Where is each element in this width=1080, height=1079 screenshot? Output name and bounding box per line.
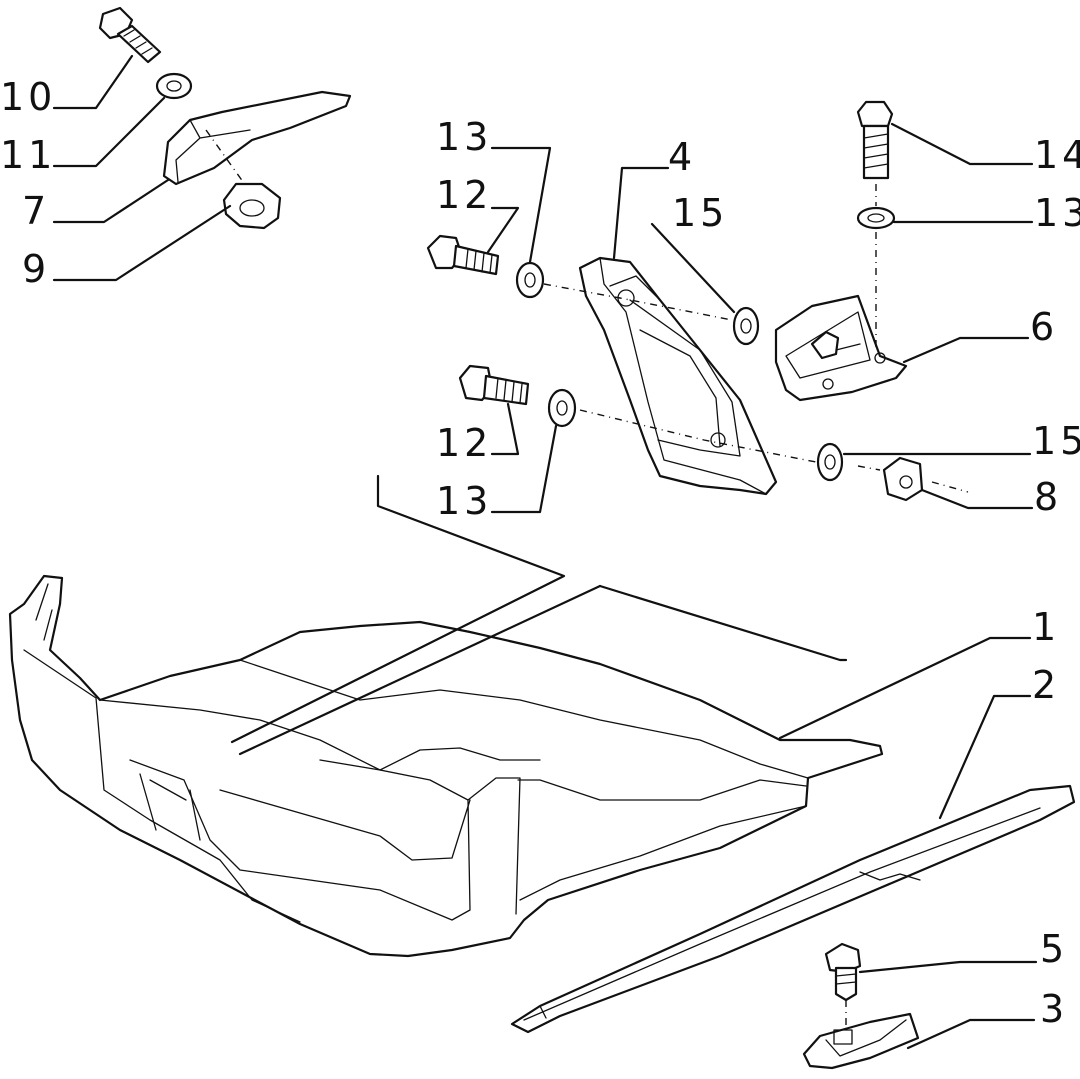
part-8-cage-nut	[882, 456, 924, 502]
part-12-bolt-upper	[426, 234, 500, 276]
callout-3: 3	[1040, 987, 1069, 1031]
assembly-axis-lines	[543, 184, 969, 1034]
callout-6: 6	[1030, 305, 1059, 349]
part-5-screw	[824, 942, 862, 1002]
callout-1: 1	[1032, 605, 1061, 649]
part-3-clip	[802, 1012, 920, 1070]
part-14-bolt	[856, 100, 894, 180]
callout-12-upper: 12	[436, 173, 493, 217]
part-2-side-sill	[510, 784, 1076, 1034]
callout-12-lower: 12	[436, 421, 493, 465]
part-4-seat-bracket	[578, 256, 778, 496]
part-13-washer-upper	[515, 261, 545, 299]
part-9-nut	[205, 129, 282, 230]
callout-13-lower: 13	[436, 479, 493, 523]
callout-2: 2	[1032, 663, 1061, 707]
callout-5: 5	[1040, 927, 1069, 971]
part-13-washer-right	[856, 206, 896, 230]
callout-9: 9	[22, 247, 51, 291]
part-7-bracket	[162, 90, 352, 186]
callout-15-upper: 15	[672, 191, 729, 235]
callout-14: 14	[1034, 133, 1080, 177]
callout-8: 8	[1034, 475, 1063, 519]
callout-15-lower: 15	[1032, 419, 1080, 463]
callout-13-right: 13	[1034, 191, 1080, 235]
part-13-washer-lower	[547, 388, 577, 428]
callout-4: 4	[668, 135, 697, 179]
leader-lines	[52, 54, 1038, 1050]
part-10-bolt	[98, 6, 162, 64]
part-15-washer-lower	[816, 442, 844, 482]
part-6-plate	[774, 294, 908, 402]
part-12-bolt-lower	[458, 364, 530, 406]
callout-7: 7	[22, 189, 51, 233]
part-15-washer-upper	[732, 306, 760, 346]
part-1-floor-panel	[8, 574, 884, 958]
callout-10: 10	[0, 75, 57, 119]
callout-13-upper: 13	[436, 115, 493, 159]
callout-11: 11	[0, 133, 57, 177]
part-11-washer	[155, 72, 193, 100]
